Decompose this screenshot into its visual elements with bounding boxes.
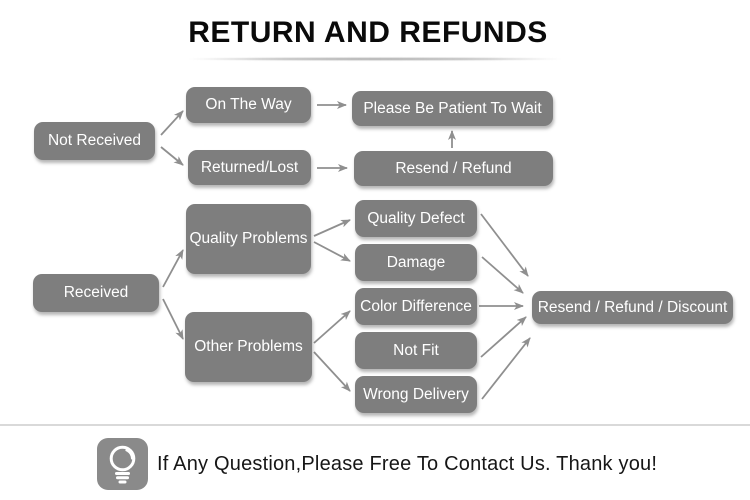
lightbulb-icon [97,438,148,490]
node-color-difference: Color Difference [355,288,477,325]
icon-background [97,438,148,490]
edge-not-received-to-returned-lost [160,146,184,166]
edge-received-to-other-problems [162,298,184,340]
footer: If Any Question,Please Free To Contact U… [97,438,657,490]
title-underline [160,57,590,61]
footer-text: If Any Question,Please Free To Contact U… [157,452,658,475]
edge-not-fit-to-resend-refund-discount [480,316,527,358]
edge-quality-defect-to-resend-refund-discount [480,213,529,277]
node-please-be-patient: Please Be Patient To Wait [352,91,553,126]
node-resend-refund: Resend / Refund [354,151,553,186]
edge-wrong-delivery-to-resend-refund-discount [481,337,531,400]
node-not-fit: Not Fit [355,332,477,369]
node-received: Received [33,274,159,312]
edge-other-problems-to-color-difference [313,310,351,344]
node-resend-refund-discount: Resend / Refund / Discount [532,291,733,324]
node-other-problems: Other Problems [185,312,312,382]
node-not-received: Not Received [34,122,155,160]
edge-received-to-quality-problems [162,249,184,288]
page-title: RETURN AND REFUNDS [188,16,548,49]
node-quality-defect: Quality Defect [355,200,477,237]
edge-layer [160,101,531,400]
node-returned-lost: Returned/Lost [188,150,311,185]
node-on-the-way: On The Way [186,87,311,123]
node-quality-problems: Quality Problems [186,204,311,274]
edge-not-received-to-on-the-way [160,110,184,136]
edge-quality-problems-to-damage [313,241,351,262]
edge-damage-to-resend-refund-discount [481,256,524,294]
node-damage: Damage [355,244,477,281]
footer-divider [0,424,750,426]
edge-quality-problems-to-quality-defect [313,219,351,237]
edge-other-problems-to-wrong-delivery [313,351,351,392]
node-wrong-delivery: Wrong Delivery [355,376,477,413]
